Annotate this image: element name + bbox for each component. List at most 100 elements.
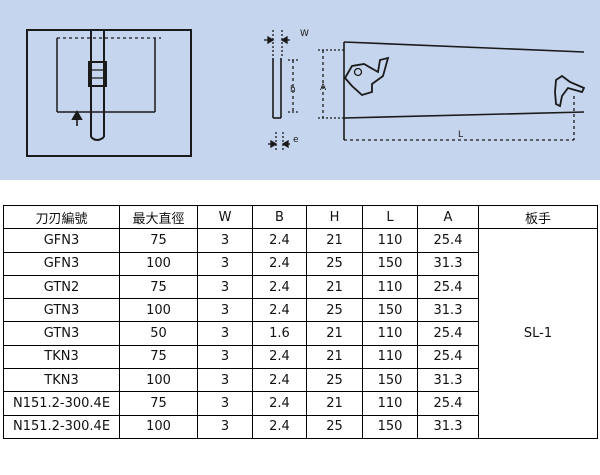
table-row: N151.2-300.4E 75 3 2.4 21 110 25.4	[3, 391, 598, 416]
cell-b: 2.4	[252, 414, 307, 439]
cell-a: 25.4	[417, 228, 479, 253]
header-l: L	[362, 204, 418, 230]
cell-blade-no: TKN3	[3, 344, 120, 370]
header-a: A	[417, 204, 479, 230]
cell-max-diameter: 50	[119, 321, 198, 346]
table-row: GTN3 50 3 1.6 21 110 25.4	[3, 321, 598, 346]
cell-b: 2.4	[252, 368, 307, 393]
cell-h: 21	[306, 321, 363, 346]
cell-w: 3	[197, 298, 253, 323]
cell-w: 3	[197, 414, 253, 439]
clamp-block	[88, 61, 107, 87]
cell-max-diameter: 75	[119, 391, 198, 416]
cell-a: 25.4	[417, 274, 479, 300]
cell-l: 110	[362, 274, 418, 300]
cell-w: 3	[197, 321, 253, 346]
table-header-row: 刀刃編號 最大直徑 W B H L A 板手	[3, 204, 598, 230]
cell-w: 3	[197, 228, 253, 253]
w-arrow-right	[280, 35, 288, 45]
cell-a: 31.3	[417, 298, 479, 323]
w-arrow-left	[267, 35, 275, 45]
body-bottom-edge	[343, 111, 585, 119]
cell-l: 110	[362, 228, 418, 253]
header-w: W	[197, 204, 253, 230]
cell-h: 25	[306, 298, 363, 323]
cell-a: 31.3	[417, 368, 479, 393]
side-view	[264, 30, 586, 152]
header-max-diameter: 最大直徑	[119, 204, 198, 230]
cell-l: 150	[362, 414, 418, 439]
cell-h: 21	[306, 391, 363, 416]
table-row: GFN3 75 3 2.4 21 110 25.4 SL-1	[3, 228, 598, 439]
cell-l: 110	[362, 321, 418, 346]
cell-a: 25.4	[417, 321, 479, 346]
cell-h: 21	[306, 344, 363, 370]
front-view-outline	[26, 29, 192, 157]
cell-a: 31.3	[417, 251, 479, 276]
body-top-edge	[343, 41, 585, 53]
header-b: B	[252, 204, 307, 230]
cell-b: 2.4	[252, 251, 307, 276]
label-e: e	[293, 135, 299, 145]
cell-l: 110	[362, 391, 418, 416]
cell-blade-no: N151.2-300.4E	[3, 391, 120, 416]
cell-b: 2.4	[252, 391, 307, 416]
cell-max-diameter: 100	[119, 298, 198, 323]
drawing-panel: W h A L e	[0, 0, 600, 180]
cell-blade-no: N151.2-300.4E	[3, 414, 120, 439]
cell-h: 21	[306, 274, 363, 300]
cell-w: 3	[197, 274, 253, 300]
label-h: h	[290, 85, 296, 95]
header-wrench: 板手	[478, 204, 598, 230]
cell-l: 150	[362, 298, 418, 323]
e-arrow-right	[281, 139, 289, 149]
cell-w: 3	[197, 344, 253, 370]
front-view	[26, 29, 192, 157]
cell-max-diameter: 75	[119, 344, 198, 370]
feed-arrow-head	[71, 109, 83, 120]
header-h: H	[306, 204, 363, 230]
cell-blade-no: GFN3	[3, 251, 120, 276]
cell-blade-no: GTN3	[3, 321, 120, 346]
label-w: W	[300, 29, 309, 39]
tail-clamp	[554, 74, 586, 108]
cell-a: 25.4	[417, 391, 479, 416]
cell-l: 110	[362, 344, 418, 370]
cell-max-diameter: 75	[119, 228, 198, 253]
dimension-labels: W h A L e	[290, 29, 463, 145]
cell-l: 150	[362, 368, 418, 393]
technical-drawing: W h A L e	[26, 29, 586, 157]
cell-max-diameter: 100	[119, 414, 198, 439]
insert-head	[343, 56, 390, 97]
cell-b: 2.4	[252, 344, 307, 370]
cell-h: 25	[306, 414, 363, 439]
cell-max-diameter: 100	[119, 251, 198, 276]
table-row: GTN3 100 3 2.4 25 150 31.3	[3, 298, 598, 323]
cell-blade-no: GTN2	[3, 274, 120, 300]
cell-w: 3	[197, 391, 253, 416]
cell-wrench: SL-1	[478, 228, 598, 439]
cell-b: 1.6	[252, 321, 307, 346]
clamp-screw	[353, 67, 363, 77]
cell-blade-no: TKN3	[3, 368, 120, 393]
cell-w: 3	[197, 251, 253, 276]
table-row: GTN2 75 3 2.4 21 110 25.4	[3, 274, 598, 300]
cell-h: 25	[306, 368, 363, 393]
e-arrow-left	[270, 139, 278, 149]
cell-blade-no: GFN3	[3, 228, 120, 253]
cell-h: 21	[306, 228, 363, 253]
cell-b: 2.4	[252, 228, 307, 253]
cell-a: 25.4	[417, 344, 479, 370]
cell-max-diameter: 75	[119, 274, 198, 300]
cell-l: 150	[362, 251, 418, 276]
cell-b: 2.4	[252, 274, 307, 300]
cell-b: 2.4	[252, 298, 307, 323]
cell-w: 3	[197, 368, 253, 393]
label-l: L	[458, 130, 463, 140]
cell-h: 25	[306, 251, 363, 276]
label-a: A	[320, 83, 327, 93]
header-blade-no: 刀刃編號	[3, 204, 120, 230]
cell-blade-no: GTN3	[3, 298, 120, 323]
cell-max-diameter: 100	[119, 368, 198, 393]
table-row: TKN3 100 3 2.4 25 150 31.3	[3, 368, 598, 393]
